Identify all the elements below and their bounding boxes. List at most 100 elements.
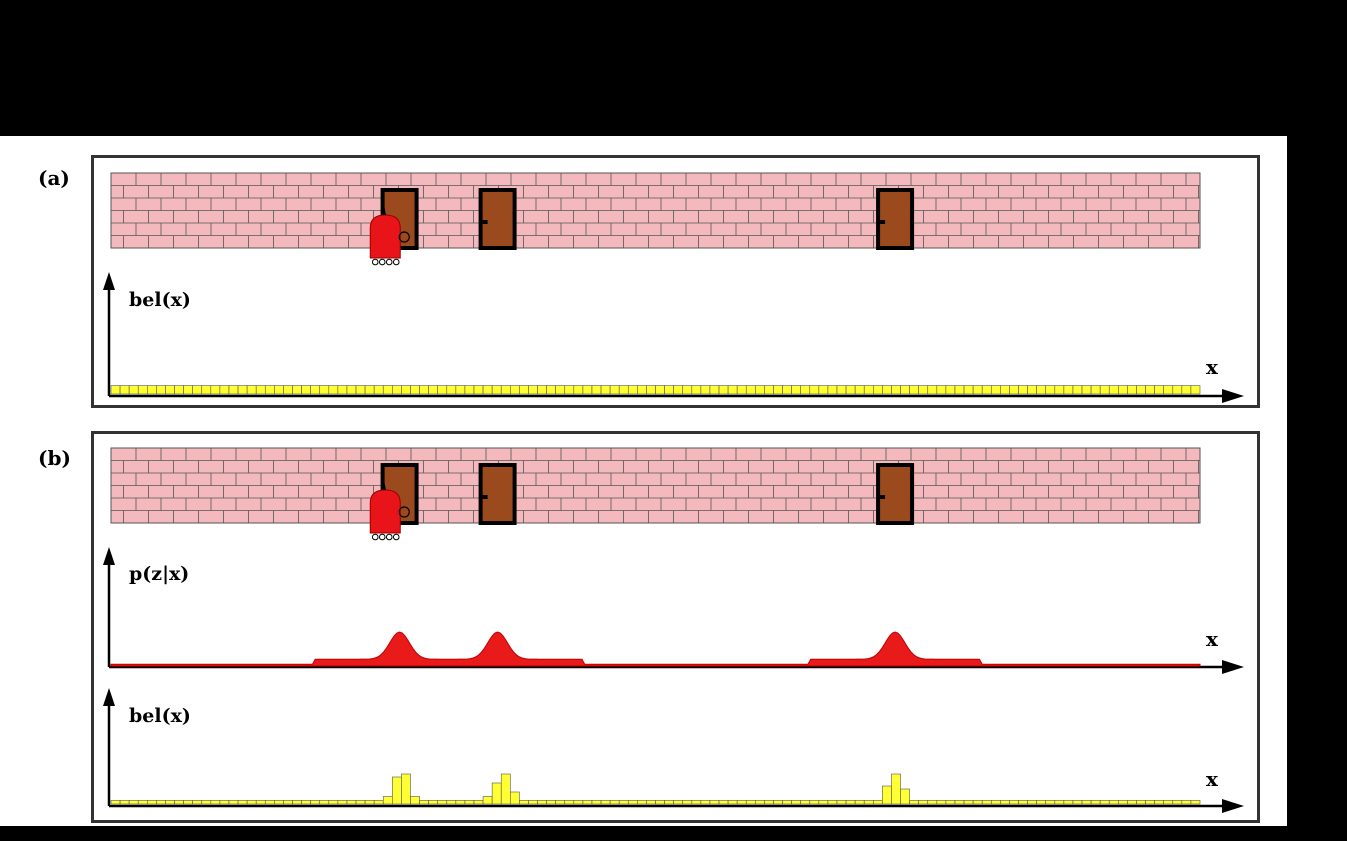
belief-bin xyxy=(727,800,738,805)
belief-bin xyxy=(310,385,321,395)
belief-bin xyxy=(346,385,357,395)
belief-bin xyxy=(437,800,448,805)
belief-bin xyxy=(337,385,348,395)
obs-y-axis-arrow xyxy=(103,547,115,565)
belief-bin xyxy=(1081,800,1092,805)
belief-bin xyxy=(909,385,919,395)
belief-bin xyxy=(1018,385,1028,395)
belief-bin xyxy=(646,385,656,395)
belief-bin xyxy=(755,800,765,805)
belief-bin xyxy=(165,800,175,805)
belief-bin xyxy=(246,385,257,395)
belief-bin xyxy=(146,800,157,805)
belief-bin xyxy=(1072,385,1083,395)
robot-sensor xyxy=(398,506,410,518)
belief-bin xyxy=(519,385,529,395)
belief-bin xyxy=(582,800,593,805)
panel-b-svg: p(z|x) x bel(x) x xyxy=(103,447,1244,813)
belief-bin xyxy=(537,385,547,395)
belief-bin xyxy=(509,385,520,395)
belief-bin xyxy=(591,800,602,805)
belief-bin xyxy=(1145,385,1155,395)
belief-bin xyxy=(764,385,774,395)
belief-bin xyxy=(618,800,629,805)
robot-wheel xyxy=(378,533,386,541)
belief-bin xyxy=(1118,800,1128,805)
door-knob xyxy=(482,220,488,224)
door-knob xyxy=(880,495,886,499)
belief-bin xyxy=(509,791,520,805)
belief-bin xyxy=(328,385,339,395)
brick-wall xyxy=(110,447,1201,524)
belief-bin xyxy=(355,800,366,805)
belief-bin xyxy=(473,800,484,805)
belief-bin xyxy=(1018,800,1028,805)
belief-bin xyxy=(791,800,801,805)
belief-bin xyxy=(564,800,575,805)
belief-bin xyxy=(1190,385,1201,395)
belief-bin xyxy=(627,385,638,395)
belief-bin xyxy=(773,385,783,395)
belief-bin xyxy=(709,385,720,395)
belief-bin xyxy=(237,385,248,395)
prior-belief-bins xyxy=(110,385,1201,395)
belief-bin xyxy=(482,385,493,395)
belief-bin xyxy=(1163,800,1174,805)
robot-wheel xyxy=(371,533,379,541)
belief-bin xyxy=(1127,385,1137,395)
belief-bin xyxy=(1090,800,1101,805)
robot-wheel xyxy=(378,258,386,266)
observation-likelihood-curve xyxy=(110,631,1201,667)
belief-bin xyxy=(1036,385,1047,395)
belief-bin xyxy=(655,800,665,805)
belief-bin xyxy=(981,385,992,395)
door-knob xyxy=(482,495,488,499)
belief-bin xyxy=(364,800,375,805)
belief-bin xyxy=(818,385,829,395)
belief-bin xyxy=(446,385,457,395)
belief-bin xyxy=(782,385,792,395)
belief-bin xyxy=(800,800,811,805)
belief-bin xyxy=(773,800,783,805)
belief-bin xyxy=(646,800,656,805)
belief-bin xyxy=(945,385,956,395)
belief-bin xyxy=(827,800,838,805)
belief-bin xyxy=(292,385,302,395)
bottom-border xyxy=(0,826,1347,841)
belief-bin xyxy=(1054,385,1065,395)
belief-bin xyxy=(283,385,293,395)
belief-bin xyxy=(283,800,293,805)
belief-bin xyxy=(1036,800,1047,805)
belief-bin xyxy=(963,800,974,805)
belief-bin xyxy=(274,800,284,805)
belief-bin xyxy=(863,385,874,395)
belief-bin xyxy=(174,385,184,395)
belief-bin xyxy=(1090,385,1101,395)
belief-bin xyxy=(718,800,729,805)
belief-bin xyxy=(691,800,702,805)
belief-bin xyxy=(292,800,302,805)
belief-bin xyxy=(1027,385,1037,395)
belief-bin xyxy=(990,385,1001,395)
robot-antenna xyxy=(382,479,386,491)
belief-bin xyxy=(337,800,348,805)
belief-bin xyxy=(609,385,620,395)
belief-bin xyxy=(936,800,947,805)
belief-bin xyxy=(473,385,484,395)
belief-bin xyxy=(319,385,330,395)
belief-bin xyxy=(246,800,257,805)
posterior-belief-bins xyxy=(110,773,1201,805)
belief-bin xyxy=(637,800,647,805)
belief-bin xyxy=(918,800,929,805)
belief-bin xyxy=(419,800,429,805)
belief-bin xyxy=(528,800,538,805)
brick-wall xyxy=(110,172,1201,249)
robot-body xyxy=(369,489,401,534)
belief-bin xyxy=(128,800,139,805)
belief-bin xyxy=(382,796,393,805)
belief-bin xyxy=(228,385,239,395)
belief-bin xyxy=(872,800,883,805)
belief-bin xyxy=(419,385,429,395)
belief-bin xyxy=(727,385,738,395)
belief-bin xyxy=(392,776,402,805)
